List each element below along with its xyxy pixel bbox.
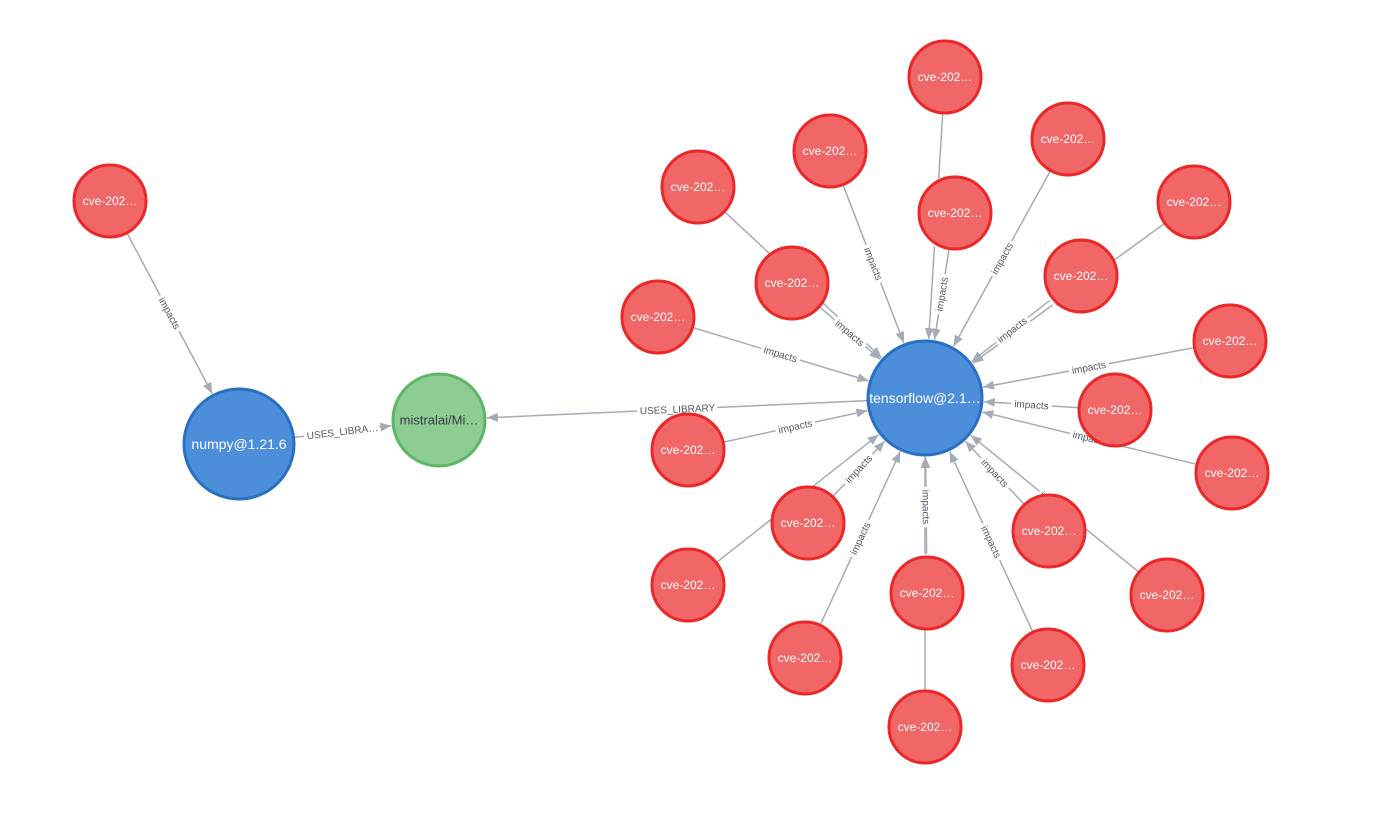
edge-label-impacts[interactable]: impacts	[759, 341, 802, 369]
graph-node-cve-04[interactable]: cve-202…	[907, 39, 983, 115]
node-circle-cve[interactable]	[907, 39, 983, 115]
node-circle-cve[interactable]	[660, 149, 736, 225]
graph-edge-cve-09-tensorflow[interactable]	[692, 326, 869, 382]
node-circle-cve[interactable]	[754, 245, 830, 321]
graph-node-cve-11[interactable]: cve-202…	[1192, 303, 1268, 379]
graph-node-cve-21[interactable]: cve-202…	[1010, 627, 1086, 703]
graph-edge-cve-07-tensorflow[interactable]	[971, 297, 1054, 363]
graph-node-cve-08[interactable]: cve-202…	[1156, 164, 1232, 240]
graph-node-cve-01[interactable]: cve-202…	[72, 163, 148, 239]
graph-edge-cve-18-tensorflow[interactable]	[921, 456, 931, 558]
edge-label-impacts[interactable]: impacts	[975, 521, 1006, 564]
node-circle-library[interactable]	[182, 387, 296, 501]
node-circle-model[interactable]	[391, 372, 487, 468]
graph-node-cve-15[interactable]: cve-202…	[770, 485, 846, 561]
edge-label-impacts[interactable]: impacts	[986, 238, 1019, 280]
edge-label-impacts[interactable]: impacts	[975, 454, 1014, 494]
node-circle-cve[interactable]	[1077, 372, 1153, 448]
node-circle-cve[interactable]	[650, 412, 726, 488]
edge-label-impacts[interactable]: impacts	[858, 243, 888, 286]
graph-node-cve-12[interactable]: cve-202…	[1077, 372, 1153, 448]
edge-label-impacts[interactable]: impacts	[829, 315, 869, 353]
graph-node-cve-17[interactable]: cve-202…	[650, 547, 726, 623]
graph-node-numpy[interactable]: numpy@1.21.6	[182, 387, 296, 501]
node-circle-cve[interactable]	[1011, 493, 1087, 569]
node-circle-library[interactable]	[866, 339, 984, 457]
graph-node-cve-06[interactable]: cve-202…	[917, 175, 993, 251]
edge-label-useslibra[interactable]: USES_LIBRA…	[303, 419, 383, 445]
graph-edge-cve-21-tensorflow[interactable]	[949, 451, 1034, 633]
graph-edge-tensorflow-mistral[interactable]	[486, 399, 869, 422]
edge-label-impacts[interactable]: impacts	[931, 273, 954, 316]
graph-edge-cve-05-tensorflow[interactable]	[952, 170, 1052, 347]
graph-node-cve-07[interactable]: cve-202…	[1043, 238, 1119, 314]
graph-edge-cve-14-tensorflow[interactable]	[723, 408, 868, 444]
graph-node-cve-22[interactable]: cve-202…	[887, 689, 963, 765]
graph-edge-cve-06-tensorflow[interactable]	[931, 248, 950, 340]
graph-node-cve-19[interactable]: cve-202…	[1129, 557, 1205, 633]
graph-node-cve-09[interactable]: cve-202…	[620, 279, 696, 355]
node-circle-cve[interactable]	[767, 620, 843, 696]
node-circle-cve[interactable]	[917, 175, 993, 251]
graph-node-cve-14[interactable]: cve-202…	[650, 412, 726, 488]
graph-node-cve-13[interactable]: cve-202…	[1194, 435, 1270, 511]
node-circle-cve[interactable]	[1194, 435, 1270, 511]
node-circle-cve[interactable]	[650, 547, 726, 623]
node-circle-cve[interactable]	[1030, 101, 1106, 177]
node-circle-cve[interactable]	[620, 279, 696, 355]
graph-edge-cve-20-tensorflow[interactable]	[819, 451, 901, 626]
node-circle-cve[interactable]	[792, 113, 868, 189]
graph-edge-cve-12-tensorflow[interactable]	[983, 397, 1080, 409]
node-circle-cve[interactable]	[1010, 627, 1086, 703]
graph-edge-cve-03-tensorflow[interactable]	[842, 184, 905, 344]
graph-node-tensorflow[interactable]: tensorflow@2.1…	[866, 339, 984, 457]
graph-node-cve-20[interactable]: cve-202…	[767, 620, 843, 696]
edge-label-impacts[interactable]: impacts	[1010, 396, 1052, 416]
graph-node-cve-16[interactable]: cve-202…	[1011, 493, 1087, 569]
graph-node-cve-05[interactable]: cve-202…	[1030, 101, 1106, 177]
graph-edge-cve-11-tensorflow[interactable]	[982, 346, 1195, 390]
edge-label-impacts[interactable]: impacts	[1068, 356, 1111, 380]
graph-edge-cve-01-numpy[interactable]	[126, 232, 213, 395]
graph-node-mistral[interactable]: mistralai/Mi…	[391, 372, 487, 468]
graph-edge-cve-16-tensorflow[interactable]	[964, 440, 1025, 506]
node-circle-cve[interactable]	[889, 555, 965, 631]
graph-node-cve-02[interactable]: cve-202…	[660, 149, 736, 225]
edge-label-impacts[interactable]: impacts	[774, 415, 817, 440]
node-circle-cve[interactable]	[1043, 238, 1119, 314]
node-circle-cve[interactable]	[887, 689, 963, 765]
node-circle-cve[interactable]	[770, 485, 846, 561]
node-circle-cve[interactable]	[1156, 164, 1232, 240]
graph-edge-cve-15-tensorflow[interactable]	[832, 440, 886, 498]
edge-label-impacts[interactable]: impacts	[992, 312, 1033, 349]
edge-label-impacts[interactable]: impacts	[916, 486, 934, 528]
graph-edge-numpy-mistral[interactable]	[293, 422, 392, 439]
edge-label-impacts[interactable]: impacts	[845, 517, 876, 560]
edge-label-impacts[interactable]: impacts	[152, 292, 185, 335]
node-circle-cve[interactable]	[1192, 303, 1268, 379]
graph-node-cve-10[interactable]: cve-202…	[754, 245, 830, 321]
node-circle-cve[interactable]	[72, 163, 148, 239]
graph-node-cve-18[interactable]: cve-202…	[889, 555, 965, 631]
graph-edge-cve-10-tensorflow[interactable]	[818, 305, 881, 360]
graph-edge-cve-13-tensorflow[interactable]	[982, 410, 1198, 466]
node-circle-cve[interactable]	[1129, 557, 1205, 633]
graph-node-cve-03[interactable]: cve-202…	[792, 113, 868, 189]
